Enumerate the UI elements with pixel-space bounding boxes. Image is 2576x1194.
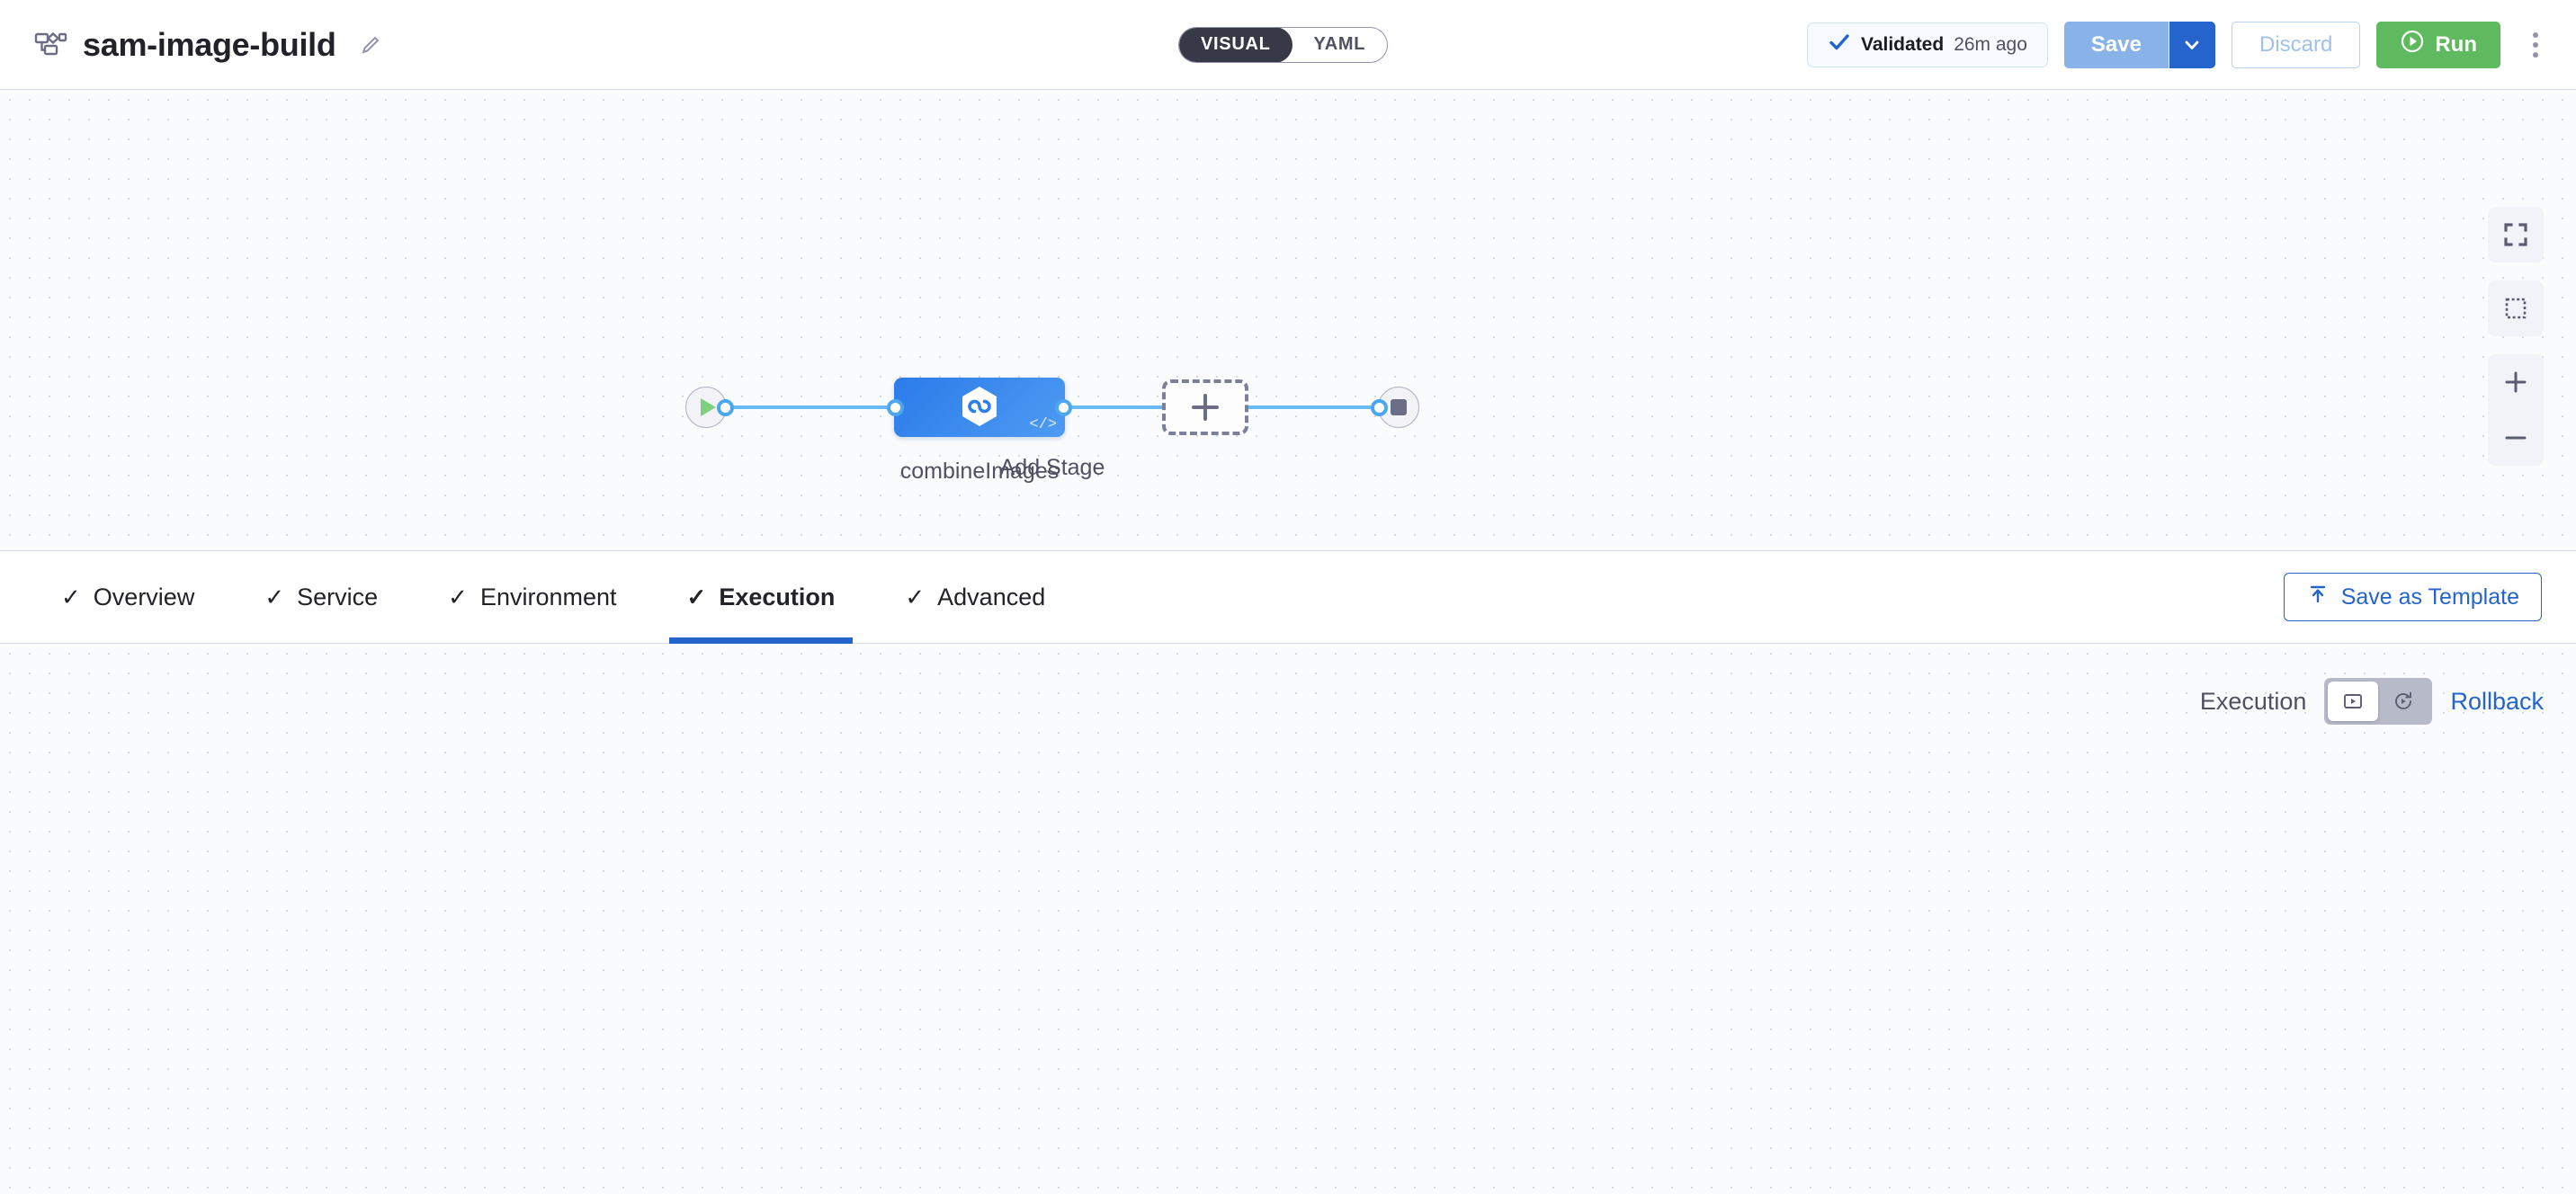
header-actions: Validated 26m ago Save Discard Run <box>1806 21 2551 68</box>
play-box-icon <box>2344 694 2363 708</box>
add-stage-label: Add Stage <box>999 455 1105 480</box>
connector-line <box>730 405 890 409</box>
check-icon: ✓ <box>264 584 285 610</box>
connector-dot[interactable] <box>1055 398 1072 416</box>
add-stage-button[interactable]: Add Stage <box>1000 379 1248 480</box>
stage-canvas[interactable]: </> combineImages Add Stage <box>0 90 2576 550</box>
save-as-template-button[interactable]: Save as Template <box>2283 573 2542 621</box>
check-icon: ✓ <box>448 584 468 610</box>
mode-option-visual[interactable]: VISUAL <box>1179 27 1292 62</box>
tab-advanced[interactable]: ✓ Advanced <box>887 550 1063 644</box>
execution-mode-button[interactable] <box>2328 682 2379 721</box>
tab-label: Advanced <box>937 583 1046 610</box>
tab-environment[interactable]: ✓ Environment <box>430 550 634 644</box>
execution-rollback-switch: Execution Rollback <box>2200 678 2544 725</box>
play-circle-icon <box>2400 29 2425 60</box>
selection-box-icon[interactable] <box>2488 281 2544 336</box>
tab-label: Service <box>297 583 379 610</box>
connector-line <box>1248 405 1371 409</box>
run-label: Run <box>2435 31 2477 57</box>
stage-tabbar: ✓ Overview ✓ Service ✓ Environment ✓ Exe… <box>0 550 2576 644</box>
zoom-in-icon[interactable] <box>2488 354 2544 410</box>
pencil-edit-icon[interactable] <box>356 31 385 59</box>
stage-graph: </> combineImages Add Stage <box>685 378 1419 484</box>
stop-icon <box>1391 399 1407 415</box>
rollback-icon <box>2395 691 2412 709</box>
check-icon: ✓ <box>686 584 707 610</box>
play-icon <box>701 398 716 416</box>
tab-label: Execution <box>719 583 836 610</box>
code-badge: </> <box>1029 416 1057 433</box>
tab-label: Overview <box>93 583 195 610</box>
chevron-down-icon[interactable] <box>2168 21 2215 68</box>
mode-option-yaml[interactable]: YAML <box>1313 34 1366 54</box>
plus-icon <box>1192 394 1219 421</box>
tab-overview[interactable]: ✓ Overview <box>43 550 212 644</box>
save-button-group: Save <box>2063 21 2215 68</box>
tab-label: Environment <box>479 583 617 610</box>
save-as-template-label: Save as Template <box>2340 584 2519 610</box>
fit-to-screen-icon[interactable] <box>2488 207 2544 263</box>
execution-mode-segmented <box>2324 678 2433 725</box>
pipeline-flow-icon <box>31 25 70 65</box>
validation-label: Validated <box>1860 33 1945 55</box>
connector-dot[interactable] <box>1371 398 1388 416</box>
page-title: sam-image-build <box>83 25 336 63</box>
rollback-mode-button[interactable] <box>2378 682 2428 721</box>
execution-label: Execution <box>2199 687 2307 715</box>
ci-build-hexagon-icon <box>962 387 997 426</box>
check-icon <box>1828 31 1851 58</box>
save-button[interactable]: Save <box>2063 21 2169 68</box>
mode-toggle[interactable]: VISUAL YAML <box>1178 26 1389 63</box>
stage-label: combineImages <box>899 459 1060 484</box>
zoom-out-icon[interactable] <box>2488 410 2544 466</box>
app-header: sam-image-build VISUAL YAML Validated 26… <box>0 0 2576 90</box>
zoom-controls <box>2488 354 2544 466</box>
template-upload-icon <box>2306 583 2330 612</box>
pipeline-end-node <box>1378 387 1419 428</box>
tab-service[interactable]: ✓ Service <box>246 550 396 644</box>
validation-time: 26m ago <box>1954 33 2027 55</box>
canvas-tools <box>2488 207 2544 466</box>
execution-canvas[interactable]: Execution Rollback k8s-step-group <box>0 644 2576 1194</box>
stage-node-combineimages[interactable]: </> combineImages <box>894 378 1065 484</box>
check-icon: ✓ <box>905 584 926 610</box>
discard-button[interactable]: Discard <box>2231 21 2361 68</box>
connector-dot[interactable] <box>887 398 904 416</box>
tab-execution[interactable]: ✓ Execution <box>668 550 854 644</box>
connector-line <box>1069 405 1162 409</box>
rollback-label[interactable]: Rollback <box>2450 687 2544 715</box>
check-icon: ✓ <box>61 584 81 610</box>
run-button[interactable]: Run <box>2376 21 2500 68</box>
kebab-menu-icon[interactable] <box>2520 22 2551 68</box>
validation-status-badge: Validated 26m ago <box>1806 22 2048 67</box>
connector-dot[interactable] <box>717 398 734 416</box>
